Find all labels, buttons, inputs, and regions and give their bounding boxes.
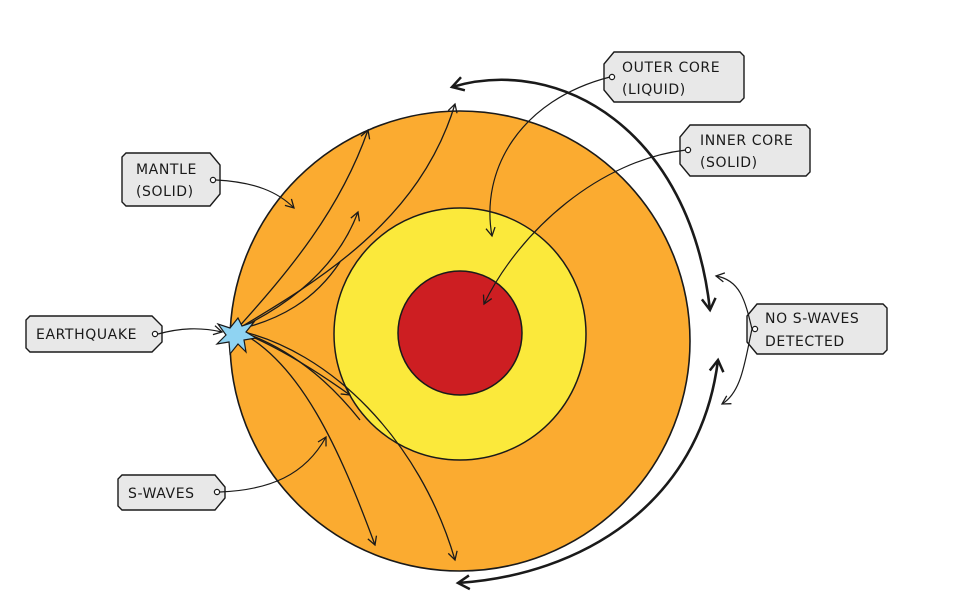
label-inner-core: INNER CORE (SOLID) (679, 124, 811, 177)
pointer-no-s-waves-up (714, 272, 753, 330)
pointer-inner-core (482, 149, 687, 306)
shadow-zone-arc-top (449, 76, 717, 313)
label-earthquake-line1: EARTHQUAKE (36, 327, 137, 343)
pointer-no-s-waves-down (720, 328, 753, 405)
label-s-waves-box (117, 474, 226, 511)
label-no-s-waves-line2: DETECTED (765, 334, 845, 350)
label-outer-core-box (603, 51, 745, 103)
label-s-waves: S-WAVES (117, 474, 226, 511)
label-no-s-waves: NO S-WAVES DETECTED (746, 303, 888, 355)
s-wave-path (235, 210, 361, 331)
s-wave-path (235, 329, 378, 547)
label-mantle-line1: MANTLE (136, 162, 197, 178)
label-mantle-line2: (SOLID) (136, 184, 194, 200)
label-inner-core-line2: (SOLID) (700, 155, 758, 171)
pointer-s-waves (219, 435, 327, 493)
s-wave-path (235, 329, 458, 562)
label-inner-core-box (679, 124, 811, 177)
label-no-s-waves-box (746, 303, 888, 355)
inner-core-layer (397, 270, 523, 396)
label-no-s-waves-line1: NO S-WAVES (765, 311, 859, 327)
label-mantle-box (121, 152, 221, 207)
pointer-outer-core (485, 76, 611, 238)
label-outer-core: OUTER CORE (LIQUID) (603, 51, 745, 103)
label-s-waves-line1: S-WAVES (128, 486, 195, 502)
s-wave-path (235, 329, 361, 421)
label-inner-core-line1: INNER CORE (700, 133, 793, 149)
pointer-earthquake (157, 325, 224, 336)
shadow-zone-arc-bottom (455, 357, 725, 591)
pointer-mantle (215, 179, 295, 209)
s-wave-path (235, 128, 371, 331)
label-mantle: MANTLE (SOLID) (121, 152, 221, 207)
label-earthquake-box (25, 315, 163, 353)
label-outer-core-line2: (LIQUID) (622, 82, 686, 98)
s-wave-paths (235, 102, 458, 562)
s-wave-path (235, 102, 458, 331)
label-outer-core-line1: OUTER CORE (622, 60, 720, 76)
label-earthquake: EARTHQUAKE (25, 315, 163, 353)
